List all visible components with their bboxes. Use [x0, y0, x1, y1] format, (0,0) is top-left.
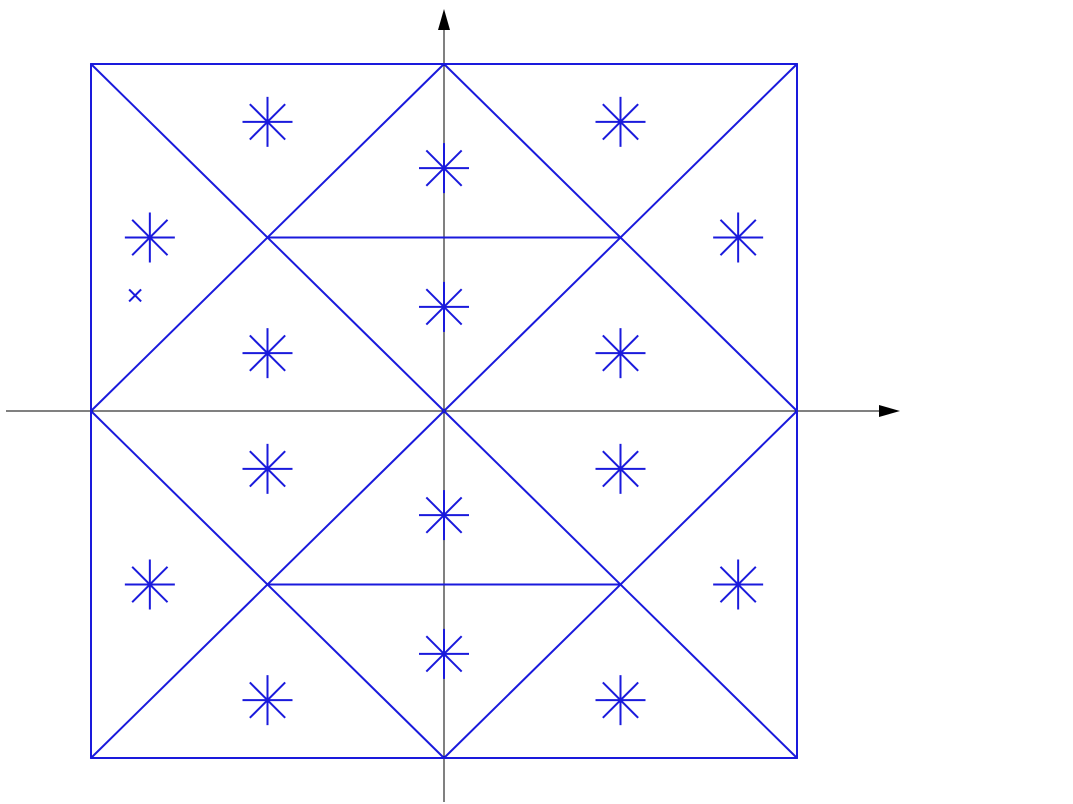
asterisk-icon	[124, 212, 175, 263]
asterisk-icon	[124, 559, 175, 610]
y-axis-arrow-icon	[438, 9, 450, 30]
asterisk-icon	[595, 328, 646, 379]
cross-icon	[128, 288, 142, 303]
mesh-edges	[90, 63, 798, 759]
asterisk-stroke	[249, 450, 286, 488]
asterisk-icon	[595, 96, 646, 147]
x-axis-arrow-icon	[879, 405, 900, 417]
asterisk-stroke	[249, 334, 286, 372]
asterisk-stroke	[425, 149, 463, 187]
asterisk-stroke	[719, 566, 757, 603]
asterisk-icon	[419, 143, 469, 194]
asterisk-icon	[713, 559, 764, 610]
asterisk-icon	[419, 490, 469, 541]
centroid-markers	[124, 96, 764, 726]
asterisk-stroke	[249, 103, 286, 141]
asterisk-stroke	[602, 450, 639, 488]
asterisk-stroke	[602, 681, 639, 719]
asterisk-icon	[419, 281, 469, 332]
asterisk-icon	[242, 443, 293, 494]
axes	[6, 9, 900, 802]
asterisk-icon	[242, 96, 293, 147]
asterisk-stroke	[249, 681, 286, 719]
asterisk-icon	[595, 443, 646, 494]
asterisk-stroke	[602, 103, 639, 141]
asterisk-stroke	[425, 496, 463, 534]
asterisk-stroke	[719, 219, 757, 256]
asterisk-stroke	[602, 334, 639, 372]
asterisk-stroke	[131, 566, 169, 603]
asterisk-icon	[419, 628, 469, 679]
asterisk-icon	[713, 212, 764, 263]
asterisk-icon	[595, 675, 646, 726]
asterisk-stroke	[425, 288, 463, 326]
asterisk-icon	[242, 675, 293, 726]
asterisk-stroke	[131, 219, 169, 256]
asterisk-stroke	[425, 635, 463, 673]
cross-stroke	[128, 288, 142, 303]
asterisk-icon	[242, 328, 293, 379]
